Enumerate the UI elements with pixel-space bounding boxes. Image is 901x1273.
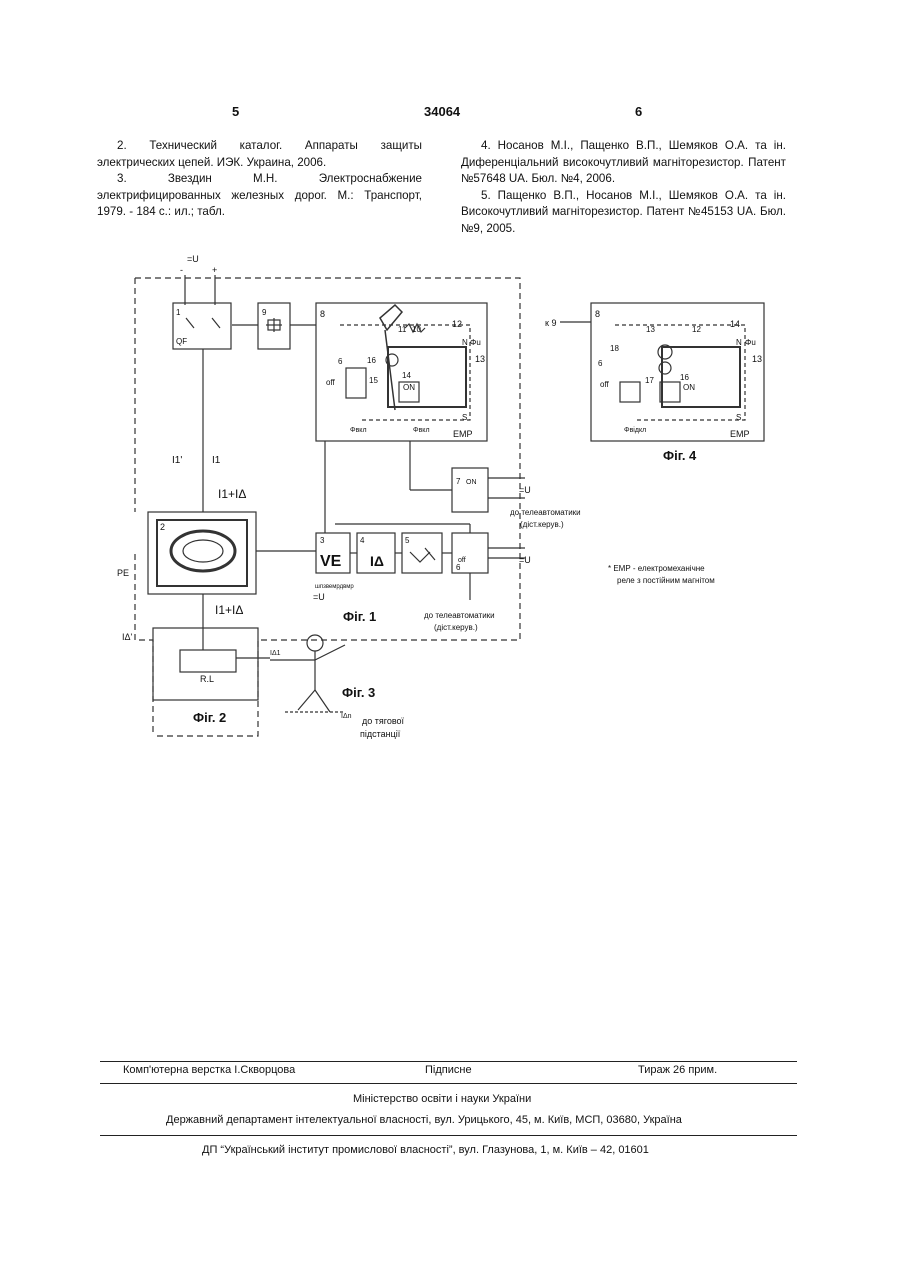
- label-remote1: (діст.керув.): [520, 520, 564, 529]
- label-f4-6: 6: [598, 359, 603, 368]
- label-ve: VE: [320, 553, 342, 570]
- label-i-delta-n: IΔn: [341, 713, 352, 720]
- footer-rule-1: [100, 1061, 797, 1062]
- label-substation: підстанції: [360, 729, 401, 739]
- left-page-number: 5: [232, 104, 239, 119]
- label-on7: ON: [466, 479, 477, 486]
- label-phi-vkl: Φвкл: [350, 427, 367, 434]
- label-block4: 4: [360, 536, 365, 545]
- label-i1-prime: I1': [172, 455, 182, 466]
- label-i-delta1: IΔ1: [270, 650, 281, 657]
- label-f4-17: 17: [645, 376, 654, 385]
- fig2-caption: Фіг. 2: [193, 710, 226, 725]
- label-rl: R.L: [200, 674, 214, 684]
- label-idelta: IΔ: [370, 553, 384, 569]
- label-block2: 2: [160, 522, 165, 532]
- label-10: 10: [412, 325, 421, 334]
- footer-circulation: Тираж 26 прим.: [638, 1064, 717, 1076]
- label-N: N: [462, 338, 468, 347]
- label-off6: off: [458, 557, 466, 564]
- label-6: 6: [338, 357, 343, 366]
- label-qf: QF: [176, 337, 187, 346]
- label-f4-S: S: [736, 413, 741, 422]
- label-block3: 3: [320, 536, 325, 545]
- label-f4-16: 16: [680, 373, 689, 382]
- label-shpvemp: шпзвемрдвмр: [315, 584, 354, 590]
- label-idelta-prime: IΔ': [122, 632, 133, 642]
- footer-signed: Підписне: [425, 1064, 472, 1076]
- label-f4-14: 14: [730, 319, 740, 329]
- label-f4-13b: 13: [752, 354, 762, 364]
- label-11: 11: [398, 325, 407, 334]
- fig3-caption: Фіг. 3: [342, 685, 375, 700]
- label-supply-u: =U: [187, 254, 199, 264]
- label-16: 16: [367, 356, 376, 365]
- label-emp: EMP: [453, 429, 473, 439]
- footer-ministry: Міністерство освіти і науки України: [353, 1093, 531, 1105]
- load-block: [153, 628, 258, 700]
- label-u-right1: =U: [519, 485, 531, 495]
- label-plus: +: [212, 265, 217, 275]
- reference-4: 4. Носанов М.І., Пащенко В.П., Шемяков О…: [461, 138, 786, 188]
- fig1-caption: Фіг. 1: [343, 609, 376, 624]
- label-remote2: (діст.керув.): [434, 623, 478, 632]
- label-f4-13: 13: [646, 325, 655, 334]
- footer-rule-3: [100, 1135, 797, 1136]
- circuit-diagram: =U - + 1 QF 9 8 11 10 12 13 14 15 16 6 o…: [0, 240, 901, 760]
- label-u-bottom: =U: [313, 592, 325, 602]
- right-page-number: 6: [635, 104, 642, 119]
- label-i1-plus-idelta2: I1+IΔ: [215, 603, 243, 617]
- label-f4-phi-u: Φu: [745, 338, 756, 347]
- references-right-column: 4. Носанов М.І., Пащенко В.П., Шемяков О…: [461, 138, 786, 238]
- label-f4-18: 18: [610, 344, 619, 353]
- block-7: [452, 468, 488, 512]
- label-f4-12: 12: [692, 325, 701, 334]
- label-on: ON: [403, 383, 415, 392]
- label-13: 13: [475, 354, 485, 364]
- reference-2: 2. Технический каталог. Аппараты защиты …: [97, 138, 422, 171]
- label-15: 15: [369, 376, 378, 385]
- label-S: S: [462, 413, 467, 422]
- label-f4-emp: EMP: [730, 429, 750, 439]
- label-f4-8: 8: [595, 309, 600, 319]
- reference-5: 5. Пащенко В.П., Носанов М.І., Шемяков О…: [461, 188, 786, 238]
- reference-3: 3. Звездин М.Н. Электроснабжение электри…: [97, 171, 422, 221]
- patent-number: 34064: [424, 104, 460, 119]
- label-block9: 9: [262, 308, 267, 317]
- label-pe: PE: [117, 568, 129, 578]
- label-minus: -: [180, 265, 183, 275]
- label-f4-off: off: [600, 380, 610, 389]
- label-to-tele1: до телеавтоматики: [510, 508, 581, 517]
- label-to-traction: до тягової: [362, 716, 405, 726]
- label-block7: 7: [456, 477, 461, 486]
- note-line1: * ЕМР - електромеханічне: [608, 564, 705, 573]
- label-14: 14: [402, 371, 411, 380]
- label-to-tele2: до телеавтоматики: [424, 611, 495, 620]
- footer-department: Державний департамент інтелектуальної вл…: [166, 1114, 682, 1126]
- label-f4-on: ON: [683, 383, 695, 392]
- footer-layout: Комп'ютерна верстка І.Скворцова: [123, 1064, 295, 1076]
- label-block6: 6: [456, 563, 461, 572]
- footer-rule-2: [100, 1083, 797, 1084]
- label-off: off: [326, 378, 336, 387]
- references-left-column: 2. Технический каталог. Аппараты защиты …: [97, 138, 422, 221]
- label-phi-u: Φu: [470, 338, 481, 347]
- label-f4-N: N: [736, 338, 742, 347]
- label-u-right2: =U: [519, 555, 531, 565]
- label-k9: к 9: [545, 318, 556, 328]
- label-8: 8: [320, 309, 325, 319]
- label-qf-num: 1: [176, 308, 181, 317]
- label-phi-vykl: Φвкл: [413, 427, 430, 434]
- note-line2: реле з постійним магнітом: [617, 576, 715, 585]
- label-i1-plus-idelta: I1+IΔ: [218, 487, 246, 501]
- label-12: 12: [452, 319, 462, 329]
- label-f4-phi: Φвідкл: [624, 426, 646, 434]
- footer-institute: ДП “Український інститут промислової вла…: [202, 1144, 649, 1156]
- fig4-caption: Фіг. 4: [663, 448, 697, 463]
- label-block5: 5: [405, 536, 410, 545]
- label-i1: I1: [212, 455, 221, 466]
